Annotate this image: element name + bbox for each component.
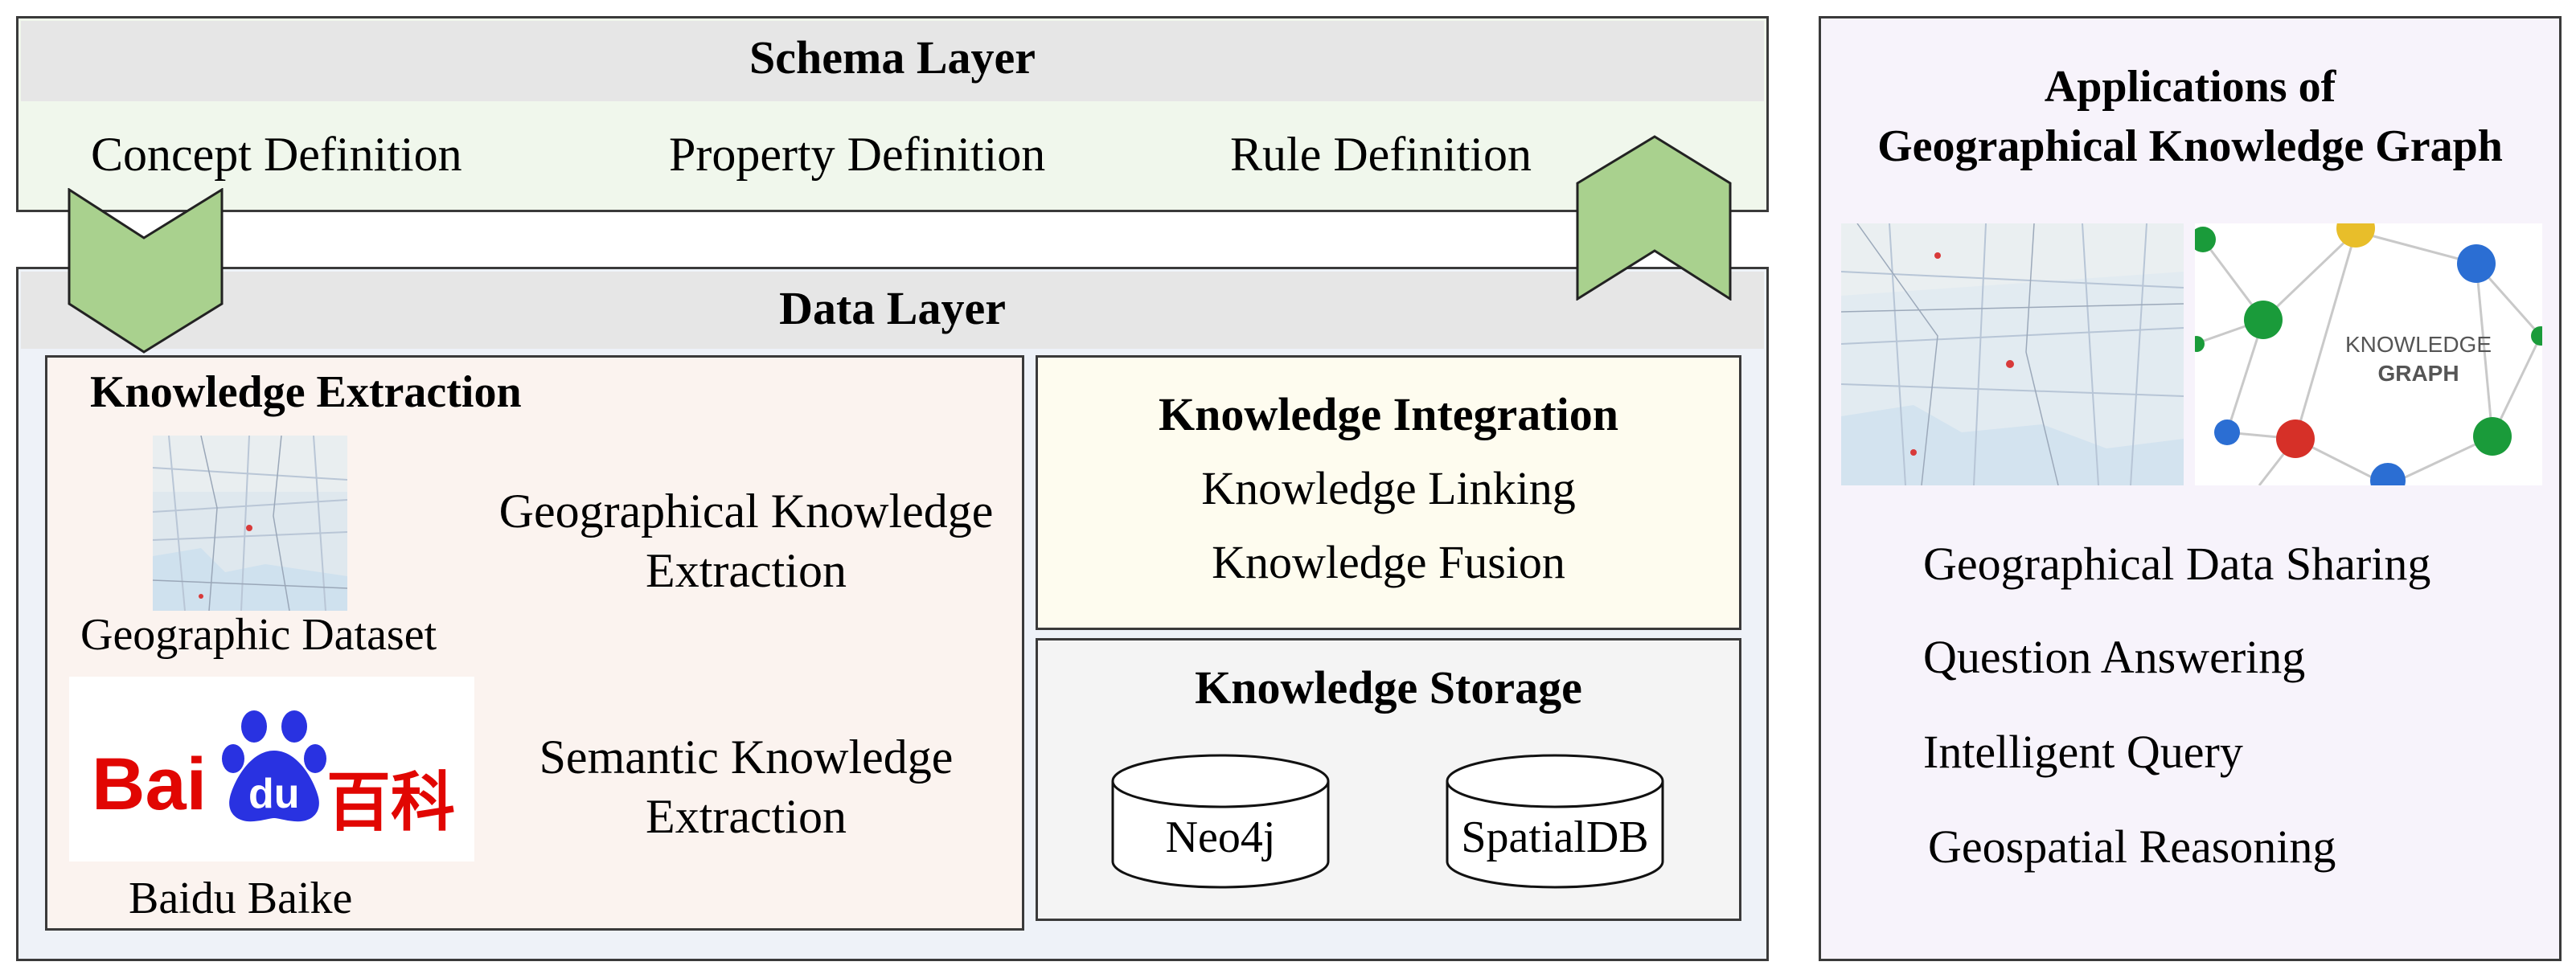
concept-definition-label: Concept Definition [91,128,462,181]
knowledge-storage-title: Knowledge Storage [1195,661,1582,714]
geographical-knowledge-extraction-line2: Extraction [646,544,847,597]
spatialdb-label: SpatialDB [1461,812,1649,862]
up-arrow-data-to-schema [1576,135,1732,301]
app-question-answering: Question Answering [1923,631,2306,683]
geographical-knowledge-extraction-line1: Geographical Knowledge [498,485,994,538]
semantic-knowledge-extraction-line1: Semantic Knowledge [539,730,954,784]
baidu-baike-label: Baidu Baike [129,874,353,923]
data-layer-header [21,272,1764,349]
spatialdb-database-cylinder [1446,754,1664,889]
baidu-logo-baike-text: 百科 [326,765,455,840]
kg-image-text-line2: GRAPH [2377,361,2459,386]
schema-layer-title: Schema Layer [749,31,1036,84]
schema-layer-header [21,21,1764,101]
property-definition-label: Property Definition [669,128,1046,181]
neo4j-database-cylinder [1111,754,1330,889]
app-intelligent-query: Intelligent Query [1923,726,2243,778]
geographic-dataset-label: Geographic Dataset [80,610,437,660]
applications-panel [1819,16,2562,961]
geographic-dataset-map-image [153,436,347,611]
baidu-logo-du-text: du [248,771,300,817]
knowledge-integration-title: Knowledge Integration [1159,388,1618,440]
applications-title-line1: Applications of [2044,62,2336,112]
kg-image-text-line1: KNOWLEDGE [2345,332,2492,357]
data-layer-title: Data Layer [779,282,1006,334]
app-geospatial-reasoning: Geospatial Reasoning [1928,821,2336,873]
baidu-logo-bai-text: Bai [92,743,207,825]
rule-definition-label: Rule Definition [1230,128,1532,181]
knowledge-fusion-label: Knowledge Fusion [1212,536,1565,588]
schema-layer-panel [16,16,1769,212]
down-arrow-schema-to-data [68,188,224,354]
knowledge-graph-image: KNOWLEDGE GRAPH [2195,223,2542,485]
baidu-baike-logo: Bai du 百科 [69,677,474,861]
knowledge-integration-box [1036,355,1741,630]
geographic-map-image [1841,223,2184,485]
semantic-knowledge-extraction-line2: Extraction [646,790,847,843]
applications-title-line2: Geographical Knowledge Graph [1877,121,2503,171]
knowledge-extraction-title: Knowledge Extraction [90,367,522,417]
knowledge-linking-label: Knowledge Linking [1201,462,1576,514]
app-geographical-data-sharing: Geographical Data Sharing [1923,538,2431,590]
neo4j-label: Neo4j [1165,812,1276,862]
